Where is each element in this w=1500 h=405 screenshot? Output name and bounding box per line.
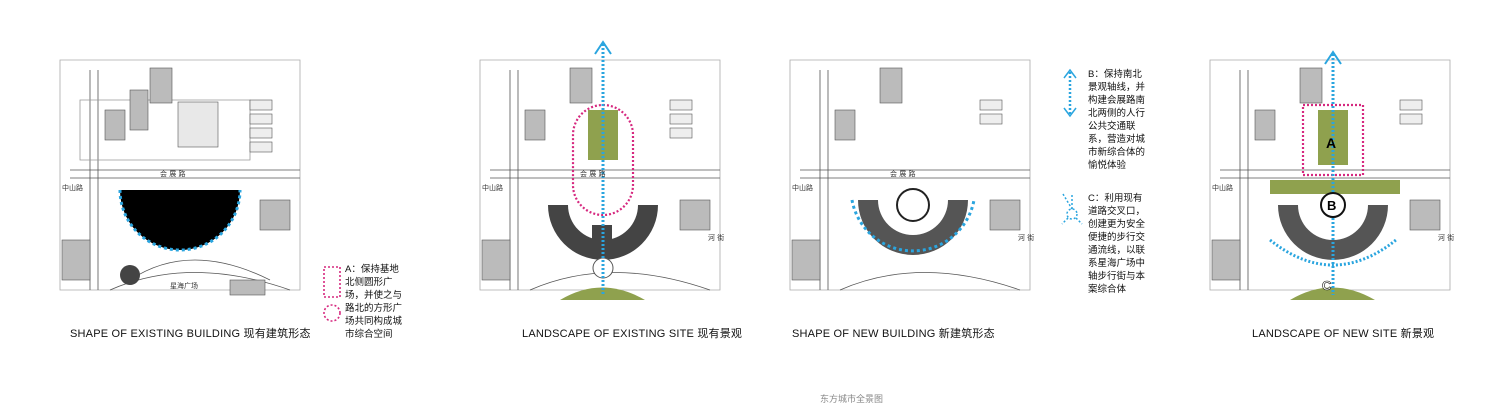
site-plan-3: 会 展 路 中山路 河 街 — [789, 59, 1034, 291]
road-label-3: 河 街 — [708, 233, 724, 242]
caption-2: LANDSCAPE OF EXISTING SITE 现有景观 — [522, 328, 743, 340]
legend-square-circle-icon — [323, 266, 341, 322]
panel-existing-building: 会 展 路 中山路 星海广场 — [50, 40, 312, 320]
panel-new-site: A B C 中山路 河 街 — [1200, 40, 1462, 320]
road-label-2: 中山路 — [482, 183, 503, 192]
panel-new-building: 会 展 路 中山路 河 街 — [780, 40, 1042, 320]
caption-4: LANDSCAPE OF NEW SITE 新景观 — [1252, 328, 1435, 340]
junction-arrows-icon — [1061, 193, 1083, 225]
caption-1: SHAPE OF EXISTING BUILDING 现有建筑形态 — [70, 328, 311, 340]
panel-existing-site: 会 展 路 中山路 河 街 — [470, 40, 732, 320]
road-label-3: 星海广场 — [170, 281, 198, 290]
road-label-1: 会 展 路 — [160, 169, 185, 178]
road-label-1: 会 展 路 — [890, 169, 915, 178]
vertical-axis-arrow-icon — [1063, 68, 1077, 118]
road-label-1: 会 展 路 — [580, 169, 605, 178]
site-plan-2: 会 展 路 中山路 河 街 — [479, 40, 724, 300]
marker-c: C — [1322, 278, 1332, 293]
marker-b: B — [1327, 198, 1336, 213]
road-label-3: 河 街 — [1438, 233, 1454, 242]
marker-a: A — [1326, 135, 1336, 151]
note-c: C：利用现有 道路交叉口， 创建更为安全 便捷的步行交 通流线，以联 系星海广场… — [1088, 193, 1146, 295]
site-plan-1: 会 展 路 中山路 星海广场 — [59, 59, 301, 296]
note-a: A：保持基地 北侧圆形广 场，并使之与 路北的方形广 场共同构成城 市综合空间 — [345, 264, 403, 340]
road-label-2: 中山路 — [792, 183, 813, 192]
footer-label: 东方城市全景图 — [820, 394, 884, 404]
site-plan-4: A B C 中山路 河 街 — [1209, 50, 1454, 300]
road-label-2: 中山路 — [62, 183, 83, 192]
road-label-3: 河 街 — [1018, 233, 1034, 242]
road-label-2: 中山路 — [1212, 183, 1233, 192]
note-b: B：保持南北 景观轴线，并 构建会展路南 北两侧的人行 公共交通联 系，营造对城… — [1088, 69, 1146, 171]
caption-3: SHAPE OF NEW BUILDING 新建筑形态 — [792, 328, 995, 340]
